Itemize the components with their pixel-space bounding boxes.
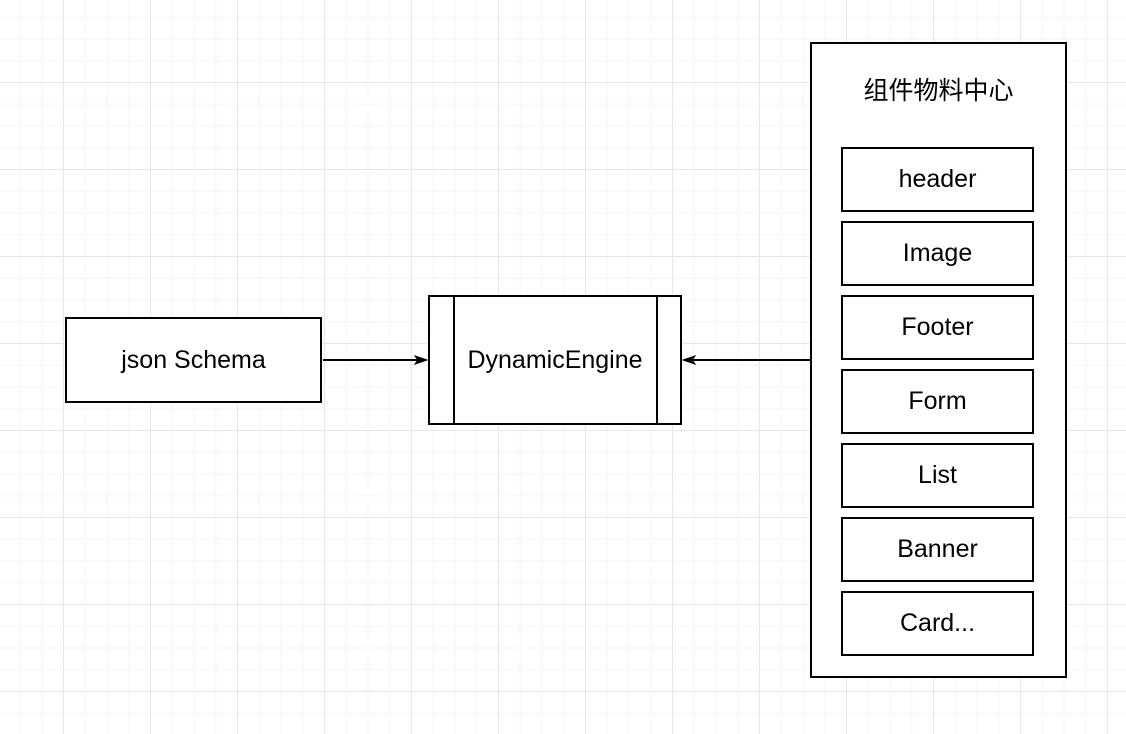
material-center-title: 组件物料中心: [863, 77, 1014, 105]
component-item-header[interactable]: header: [841, 147, 1034, 212]
process-bar-right: [656, 297, 658, 423]
component-item-footer[interactable]: Footer: [841, 295, 1034, 360]
node-json-schema-label: json Schema: [121, 346, 266, 374]
node-material-center[interactable]: 组件物料中心 header Image Footer Form List Ban…: [810, 42, 1067, 678]
process-bar-left: [453, 297, 455, 423]
component-item-form[interactable]: Form: [841, 369, 1034, 434]
component-item-list[interactable]: List: [841, 443, 1034, 508]
component-item-banner[interactable]: Banner: [841, 517, 1034, 582]
component-stack: header Image Footer Form List Banner Car…: [841, 147, 1034, 656]
node-json-schema[interactable]: json Schema: [65, 317, 322, 403]
component-item-image[interactable]: Image: [841, 221, 1034, 286]
node-dynamic-engine[interactable]: DynamicEngine: [428, 295, 682, 425]
component-item-card[interactable]: Card...: [841, 591, 1034, 656]
node-dynamic-engine-label: DynamicEngine: [467, 346, 643, 374]
